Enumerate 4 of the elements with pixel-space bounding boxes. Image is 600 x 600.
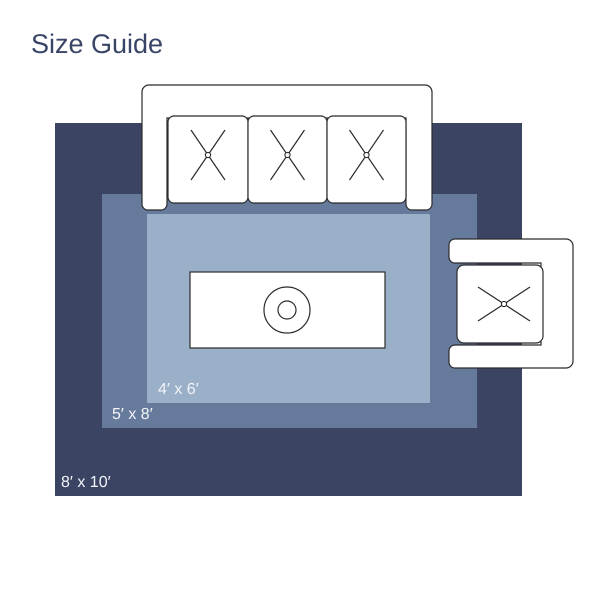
size-label: 4′ x 6′	[158, 382, 199, 398]
size-label: 8′ x 10′	[61, 475, 111, 491]
title: Size Guide	[31, 30, 164, 60]
size-label: 5′ x 8′	[112, 407, 153, 423]
